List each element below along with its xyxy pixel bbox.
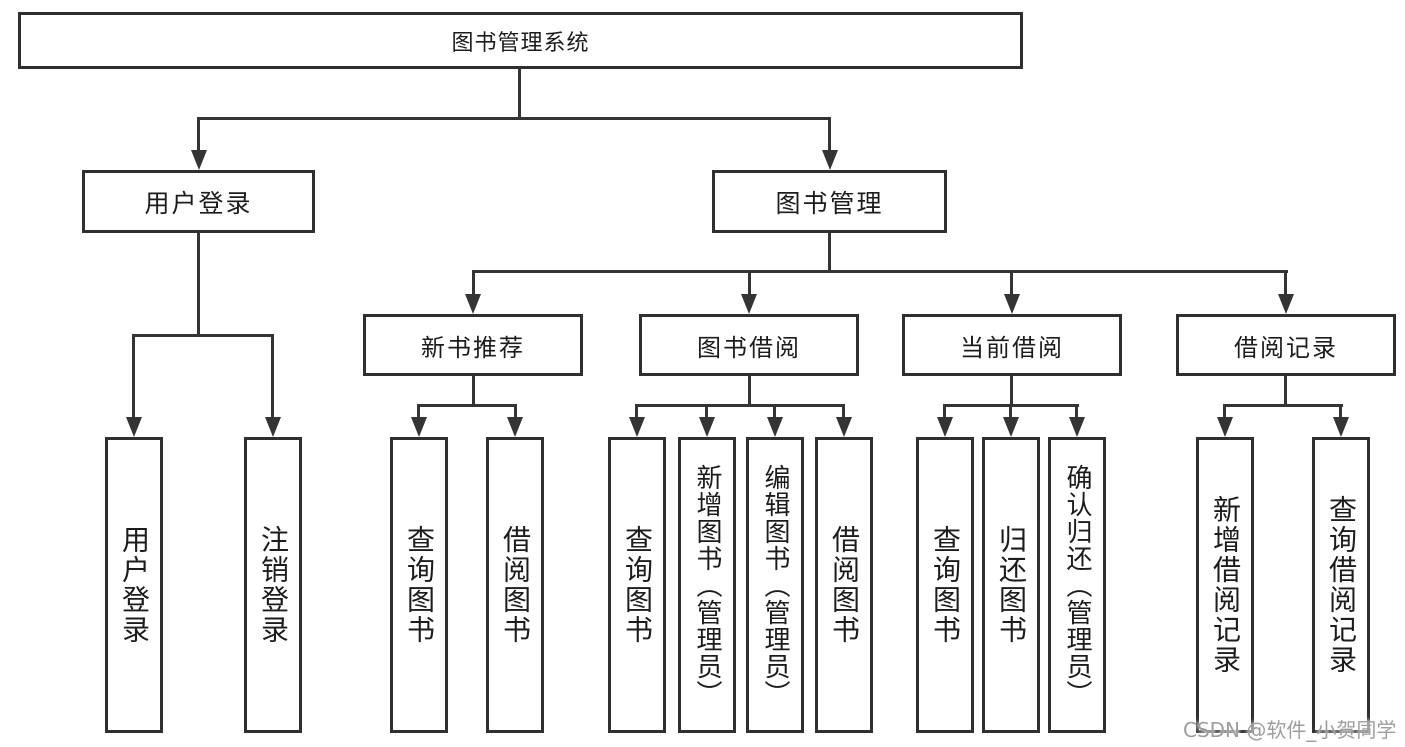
connector-level3-stub <box>1010 270 1013 296</box>
arrow-down-icon <box>629 417 645 437</box>
node-label: 注销登录 <box>257 525 290 645</box>
connector-group3-stub <box>1009 404 1012 419</box>
arrow-down-icon <box>1217 417 1233 437</box>
node-new-book-recommend: 新书推荐 <box>363 314 583 376</box>
node-label: 借阅图书 <box>828 525 861 645</box>
node-label: 新书推荐 <box>421 333 525 362</box>
node-label: 用户登录 <box>118 525 151 645</box>
node-label: 查询借阅记录 <box>1325 495 1358 675</box>
leaf-recommend-query-books: 查询图书 <box>390 437 448 733</box>
connector-login-child1-stub <box>132 334 135 418</box>
leaf-user-login: 用户登录 <box>105 437 163 733</box>
arrow-down-icon <box>822 150 838 170</box>
arrow-down-icon <box>411 417 427 437</box>
node-current-borrow: 当前借阅 <box>902 314 1122 376</box>
leaf-recommend-borrow-books: 借阅图书 <box>486 437 544 733</box>
connector-level2-rail <box>197 117 831 120</box>
leaf-borrow-books: 借阅图书 <box>815 437 873 733</box>
node-user-login: 用户登录 <box>82 170 315 233</box>
arrow-down-icon <box>1069 417 1085 437</box>
leaf-logout: 注销登录 <box>244 437 302 733</box>
arrow-down-icon <box>126 417 142 437</box>
node-book-borrow: 图书借阅 <box>639 314 859 376</box>
node-label: 新增图书（管理员） <box>692 463 722 707</box>
node-label: 借阅记录 <box>1234 333 1338 362</box>
connector-level3-stub <box>748 270 751 296</box>
arrow-down-icon <box>465 294 481 314</box>
leaf-current-query-books: 查询图书 <box>916 437 974 733</box>
arrow-down-icon <box>1004 294 1020 314</box>
leaf-borrow-query-books: 查询图书 <box>608 437 666 733</box>
arrow-down-icon <box>741 294 757 314</box>
connector-level3-stub <box>472 270 475 296</box>
node-borrow-records: 借阅记录 <box>1176 314 1396 376</box>
leaf-add-borrow-record: 新增借阅记录 <box>1196 437 1254 733</box>
node-library-management-system: 图书管理系统 <box>18 12 1023 69</box>
connector-group2-stub <box>705 404 708 419</box>
node-label: 新增借阅记录 <box>1209 495 1242 675</box>
connector-group3-stub <box>1075 404 1078 419</box>
arrow-down-icon <box>507 417 523 437</box>
connector-group2-drop <box>748 376 751 407</box>
connector-group2-stub <box>842 404 845 419</box>
connector-group4-stub <box>1339 404 1342 419</box>
connector-group2-rail <box>635 404 845 407</box>
node-label: 查询图书 <box>403 525 436 645</box>
connector-group2-stub <box>773 404 776 419</box>
node-label: 图书管理 <box>775 188 884 218</box>
arrow-down-icon <box>191 150 207 170</box>
node-label: 借阅图书 <box>499 525 532 645</box>
csdn-watermark: CSDN @软件_小贺同学 <box>1183 718 1397 742</box>
connector-management-drop <box>828 233 831 273</box>
connector-login-drop <box>197 233 200 337</box>
connector-group1-stub <box>514 404 517 419</box>
node-label: 查询图书 <box>929 525 962 645</box>
node-label: 编辑图书（管理员） <box>760 463 790 707</box>
node-label: 用户登录 <box>144 188 253 218</box>
connector-level2-right-stub <box>828 117 831 152</box>
connector-group3-drop <box>1010 376 1013 407</box>
connector-login-rail <box>132 334 274 337</box>
arrow-down-icon <box>1333 417 1349 437</box>
arrow-down-icon <box>1278 294 1294 314</box>
leaf-query-borrow-record: 查询借阅记录 <box>1312 437 1370 733</box>
connector-group3-stub <box>943 404 946 419</box>
arrow-down-icon <box>699 417 715 437</box>
connector-login-child2-stub <box>271 334 274 418</box>
connector-group1-drop <box>472 376 475 407</box>
leaf-confirm-return-admin: 确认归还（管理员） <box>1048 437 1106 733</box>
leaf-add-books-admin: 新增图书（管理员） <box>678 437 736 733</box>
connector-level3-rail <box>472 270 1288 273</box>
connector-group2-stub <box>635 404 638 419</box>
leaf-return-books: 归还图书 <box>982 437 1040 733</box>
node-label: 图书借阅 <box>697 333 801 362</box>
connector-group4-rail <box>1223 404 1343 407</box>
connector-group4-drop <box>1284 376 1287 407</box>
connector-group4-stub <box>1223 404 1226 419</box>
leaf-edit-books-admin: 编辑图书（管理员） <box>746 437 804 733</box>
connector-group1-stub <box>417 404 420 419</box>
arrow-down-icon <box>265 417 281 437</box>
connector-group1-rail <box>417 404 517 407</box>
node-book-management: 图书管理 <box>712 170 947 233</box>
arrow-down-icon <box>836 417 852 437</box>
arrow-down-icon <box>937 417 953 437</box>
node-label: 当前借阅 <box>960 333 1064 362</box>
arrow-down-icon <box>767 417 783 437</box>
node-label: 查询图书 <box>621 525 654 645</box>
node-label: 归还图书 <box>995 525 1028 645</box>
connector-level3-stub <box>1284 270 1287 296</box>
connector-root-drop <box>518 69 521 119</box>
node-label: 图书管理系统 <box>451 30 590 56</box>
arrow-down-icon <box>1003 417 1019 437</box>
node-label: 确认归还（管理员） <box>1062 463 1092 707</box>
connector-level2-left-stub <box>197 117 200 152</box>
